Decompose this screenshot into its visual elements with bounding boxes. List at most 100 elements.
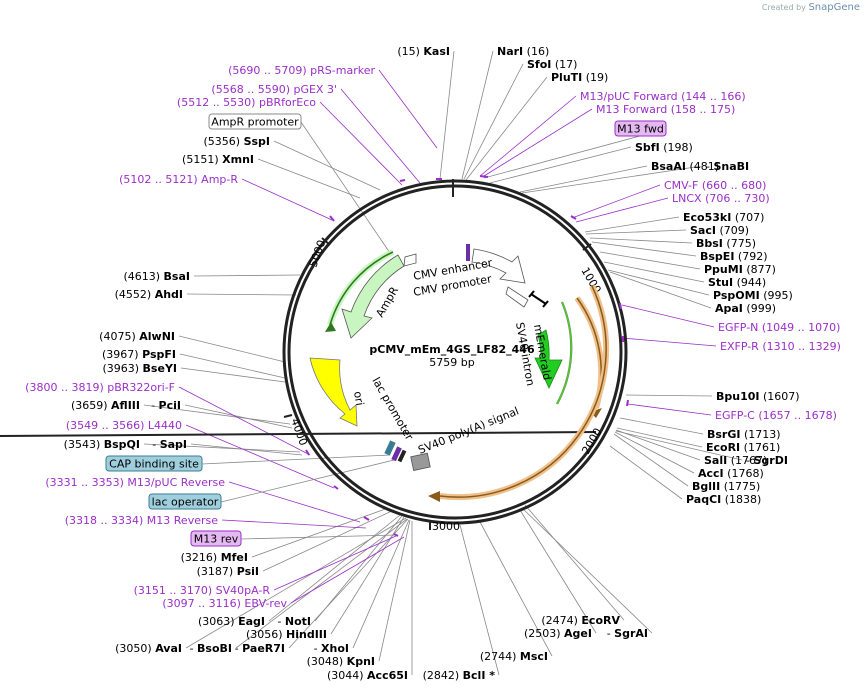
- site-position: (709): [719, 224, 749, 237]
- svg-text:(3187) PsiI: (3187) PsiI: [197, 565, 259, 578]
- site-position: (1775): [724, 480, 761, 493]
- site-position: (19): [586, 71, 609, 84]
- site-nari[interactable]: NarI (16): [497, 45, 549, 58]
- site-hindiii[interactable]: (3056) HindIII: [246, 628, 327, 641]
- primer-5[interactable]: (3549 .. 3566) L4440: [66, 419, 182, 432]
- site-bpu10i[interactable]: Bpu10I (1607): [716, 390, 800, 403]
- site-saci[interactable]: SacI (709): [690, 224, 749, 237]
- primer-15[interactable]: EXFP-R (1310 .. 1329): [720, 340, 841, 353]
- primer-9[interactable]: (3097 .. 3116) EBV-rev: [162, 597, 287, 610]
- site-paqci[interactable]: PaqCI (1838): [686, 493, 761, 506]
- primer-13[interactable]: LNCX (706 .. 730): [672, 192, 770, 205]
- site-sgrai[interactable]: - SgrAI: [607, 627, 648, 640]
- site-pcii[interactable]: - PciI: [151, 399, 181, 412]
- site-bcli[interactable]: (2842) BclI *: [423, 669, 496, 682]
- primer-0[interactable]: (5690 .. 5709) pRS-marker: [228, 64, 375, 77]
- site-bbsi[interactable]: BbsI (775): [696, 237, 756, 250]
- site-position: (481): [689, 160, 719, 173]
- svg-text:AccI (1768): AccI (1768): [698, 467, 764, 480]
- lac-promoter-markers: [384, 440, 407, 463]
- boxed-label-lac-operator[interactable]: lac operator: [148, 493, 222, 510]
- site-eco53ki[interactable]: Eco53kI (707): [683, 211, 764, 224]
- site-bglii[interactable]: BglII (1775): [692, 480, 760, 493]
- site-bspqi[interactable]: (3543) BspQI: [64, 438, 140, 451]
- site-bsrgi[interactable]: BsrGI (1713): [707, 428, 781, 441]
- primer-11[interactable]: M13 Forward (158 .. 175): [596, 103, 735, 116]
- site-kasi[interactable]: (15) KasI: [397, 45, 450, 58]
- site-eagi[interactable]: (3063) EagI: [198, 615, 265, 628]
- site-sali[interactable]: SalI (1767): [704, 454, 767, 467]
- tick-label-3000: 3000: [432, 520, 460, 533]
- orange-arc-outer-core: [439, 285, 607, 498]
- site-pluti[interactable]: PluTI (19): [551, 71, 608, 84]
- site-msci[interactable]: (2744) MscI: [480, 650, 548, 663]
- site-sapi[interactable]: - SapI: [152, 438, 187, 451]
- site-bspei[interactable]: BspEI (792): [700, 250, 768, 263]
- site-bseyi[interactable]: (3963) BseYI: [102, 362, 177, 375]
- site-pspfi[interactable]: (3967) PspFI: [102, 348, 176, 361]
- site-position: (2744): [480, 650, 517, 663]
- primer-3[interactable]: (5102 .. 5121) Amp-R: [119, 173, 238, 186]
- site-acc65i[interactable]: (3044) Acc65I: [327, 669, 408, 682]
- site-afliii[interactable]: (3659) AflIII: [71, 399, 140, 412]
- site-psii[interactable]: (3187) PsiI: [197, 565, 259, 578]
- site-enzyme: PciI: [159, 399, 181, 412]
- primer-4[interactable]: (3800 .. 3819) pBR322ori-F: [25, 381, 175, 394]
- site-leader-ecori: [616, 427, 703, 448]
- primer-6[interactable]: (3331 .. 3353) M13/pUC Reverse: [45, 476, 225, 489]
- site-enzyme: SgrAI: [614, 627, 648, 640]
- site-xmni[interactable]: (5151) XmnI: [182, 153, 254, 166]
- primer-14[interactable]: EGFP-N (1049 .. 1070): [718, 321, 840, 334]
- site-leader-xmni: [257, 158, 361, 199]
- plasmid-size: 5759 bp: [429, 356, 474, 369]
- site-apai[interactable]: ApaI (999): [715, 302, 776, 315]
- site-alwni[interactable]: (4075) AlwNI: [99, 330, 175, 343]
- site-acci[interactable]: AccI (1768): [698, 467, 764, 480]
- site-ahdi[interactable]: (4552) AhdI: [115, 288, 183, 301]
- site-pspomi[interactable]: PspOMI (995): [713, 289, 793, 302]
- site-bsaai[interactable]: BsaAI (481): [651, 160, 719, 173]
- svg-text:BsaAI (481): BsaAI (481): [651, 160, 719, 173]
- site-paer7i[interactable]: - PaeR7I: [235, 642, 285, 655]
- site-noti[interactable]: - NotI: [277, 615, 311, 628]
- primer-leader-7: [221, 519, 367, 529]
- backbone-outer: [282, 179, 628, 525]
- primer-2[interactable]: (5512 .. 5530) pBRforEco: [177, 96, 316, 109]
- site-agei[interactable]: (2503) AgeI: [524, 627, 592, 640]
- site-sspi[interactable]: (5356) SspI: [203, 135, 270, 148]
- primer-leader-12: [571, 184, 661, 219]
- boxed-label-m13-fwd[interactable]: M13 fwd: [614, 120, 667, 137]
- primer-1[interactable]: (5568 .. 5590) pGEX 3': [211, 83, 337, 96]
- site-bsobi[interactable]: - BsoBI: [190, 642, 232, 655]
- boxed-label-cap-binding-site[interactable]: CAP binding site: [105, 455, 203, 472]
- site-sbfi[interactable]: SbfI (198): [635, 141, 693, 154]
- site-sfoi[interactable]: SfoI (17): [527, 58, 577, 71]
- site-mfei[interactable]: (3216) MfeI: [181, 551, 248, 564]
- site-position: (775): [726, 237, 756, 250]
- svg-text:PluTI (19): PluTI (19): [551, 71, 608, 84]
- site-sgrdi[interactable]: - SgrDI: [746, 454, 788, 467]
- site-kpni[interactable]: (3048) KpnI: [307, 655, 375, 668]
- boxed-label-ampr-promoter[interactable]: AmpR promoter: [208, 113, 302, 130]
- orange-arrowhead-outer: [428, 491, 440, 502]
- site-ppumi[interactable]: PpuMI (877): [704, 263, 776, 276]
- primer-leader-0: [378, 69, 438, 149]
- site-ecorv[interactable]: (2474) EcoRV: [541, 614, 620, 627]
- primer-8[interactable]: (3151 .. 3170) SV40pA-R: [134, 584, 271, 597]
- leader-lines: [143, 50, 743, 676]
- site-stui[interactable]: StuI (944): [708, 276, 766, 289]
- site-avai[interactable]: (3050) AvaI: [115, 642, 182, 655]
- primer-16[interactable]: EGFP-C (1657 .. 1678): [715, 409, 837, 422]
- annotation-labels: (15) KasI (5356) SspI (5151) XmnI (4613) Bs…: [25, 45, 841, 682]
- site-bsai[interactable]: (4613) BsaI: [123, 270, 190, 283]
- site-xhoi[interactable]: - XhoI: [314, 642, 349, 655]
- boxed-label-m13-rev[interactable]: M13 rev: [190, 530, 242, 547]
- primer-10[interactable]: M13/pUC Forward (144 .. 166): [580, 90, 746, 103]
- site-ecori[interactable]: EcoRI (1761): [706, 441, 780, 454]
- primer-12[interactable]: CMV-F (660 .. 680): [664, 179, 766, 192]
- primer-7[interactable]: (3318 .. 3334) M13 Reverse: [65, 514, 218, 527]
- site-snabi[interactable]: - SnaBI: [706, 160, 749, 173]
- site-enzyme: BsaI: [164, 270, 190, 283]
- site-leader-sbfi: [489, 146, 632, 184]
